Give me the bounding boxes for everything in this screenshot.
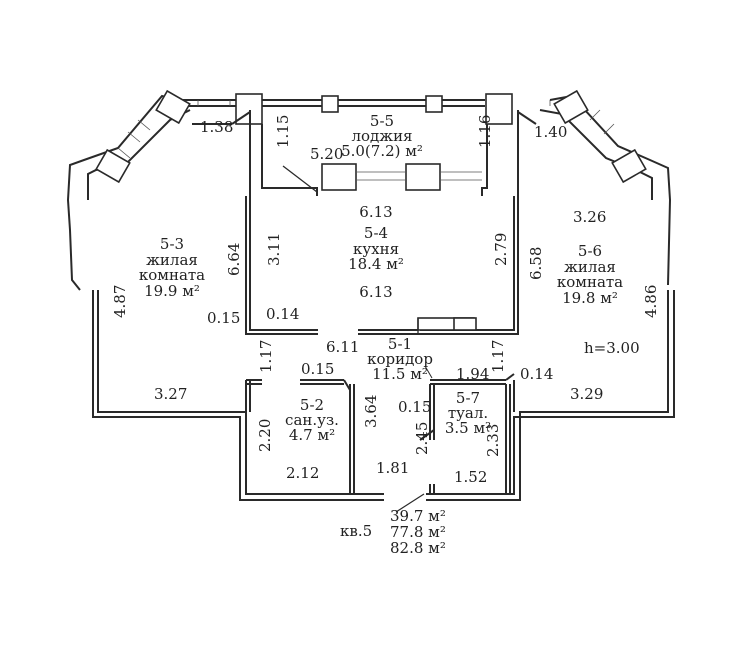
dim-1-17-a: 1.17	[257, 339, 275, 373]
dim-3-26: 3.26	[573, 208, 607, 226]
interior-walls	[245, 196, 519, 494]
room-area-bathroom: 4.7 м²	[288, 426, 336, 444]
room-name-bathroom: сан.уз.	[285, 411, 339, 429]
dim-2-20: 2.20	[256, 418, 274, 452]
room-name-corridor: коридор	[367, 350, 433, 368]
ceiling-height: h=3.00	[584, 339, 640, 357]
dim-2-45: 2.45	[413, 421, 431, 455]
dim-1-38: 1.38	[200, 118, 234, 136]
room-name-loggia: лоджия	[351, 127, 413, 145]
room-id-kitchen: 5-4	[363, 224, 389, 242]
dim-0-15-b: 0.15	[301, 360, 335, 378]
room-name1-living-left: жилая	[146, 251, 198, 269]
dim-2-12: 2.12	[286, 464, 320, 482]
dim-4-87: 4.87	[111, 284, 129, 318]
room-area-living-right: 19.8 м²	[562, 289, 618, 307]
dim-6-11: 6.11	[326, 338, 360, 356]
dim-3-29: 3.29	[570, 385, 604, 403]
dim-1-17-b: 1.17	[489, 339, 507, 373]
room-area-toilet: 3.5 м²	[444, 419, 492, 437]
apartment-number: кв.5	[340, 522, 373, 540]
dim-1-81: 1.81	[376, 459, 410, 477]
total-living-area: 39.7 м²	[390, 507, 446, 525]
room-id-loggia: 5-5	[369, 112, 395, 130]
dim-6-13-top: 6.13	[359, 203, 393, 221]
dim-1-15: 1.15	[274, 114, 292, 148]
room-area-corridor: 11.5 м²	[372, 365, 428, 383]
dim-3-27: 3.27	[154, 385, 188, 403]
room-id-corridor: 5-1	[387, 335, 413, 353]
left-bay-window	[66, 89, 251, 291]
total-area-with-loggia: 82.8 м²	[390, 539, 446, 557]
room-name2-living-right: комната	[556, 273, 624, 291]
dim-1-52: 1.52	[454, 468, 488, 486]
dim-6-64: 6.64	[225, 242, 243, 276]
dim-2-33: 2.33	[484, 423, 502, 457]
dim-3-64: 3.64	[362, 394, 380, 428]
loggia-walls	[178, 93, 551, 196]
room-name-toilet: туал.	[447, 404, 489, 422]
room-area-kitchen: 18.4 м²	[348, 255, 404, 273]
total-area: 77.8 м²	[390, 523, 446, 541]
dim-4-86: 4.86	[642, 284, 660, 318]
room-area-living-left: 19.9 м²	[144, 282, 200, 300]
room-id-living-right: 5-6	[577, 242, 603, 260]
room-id-bathroom: 5-2	[299, 396, 325, 414]
room-name1-living-right: жилая	[564, 258, 616, 276]
dim-0-14-a: 0.14	[266, 305, 300, 323]
totals-leader	[395, 493, 425, 513]
room-id-toilet: 5-7	[455, 389, 481, 407]
dim-0-15-a: 0.15	[207, 309, 241, 327]
room-name-kitchen: кухня	[352, 240, 400, 258]
room-id-living-left: 5-3	[159, 235, 185, 253]
dim-6-58: 6.58	[527, 246, 545, 280]
corridor-leader	[424, 365, 433, 379]
dim-1-40: 1.40	[534, 123, 568, 141]
dim-0-15-c: 0.15	[398, 398, 432, 416]
dim-2-79: 2.79	[492, 232, 510, 266]
room-area-loggia: 5.0(7.2) м²	[341, 142, 423, 160]
dim-1-16: 1.16	[476, 114, 494, 148]
dim-5-20: 5.20	[310, 145, 344, 163]
room-name2-living-left: комната	[138, 266, 206, 284]
right-bay-window	[517, 89, 672, 286]
dim-0-14-b: 0.14	[520, 365, 554, 383]
dim-1-94: 1.94	[456, 365, 490, 383]
dim-6-13-bottom: 6.13	[359, 283, 393, 301]
dim-3-11: 3.11	[265, 232, 283, 266]
